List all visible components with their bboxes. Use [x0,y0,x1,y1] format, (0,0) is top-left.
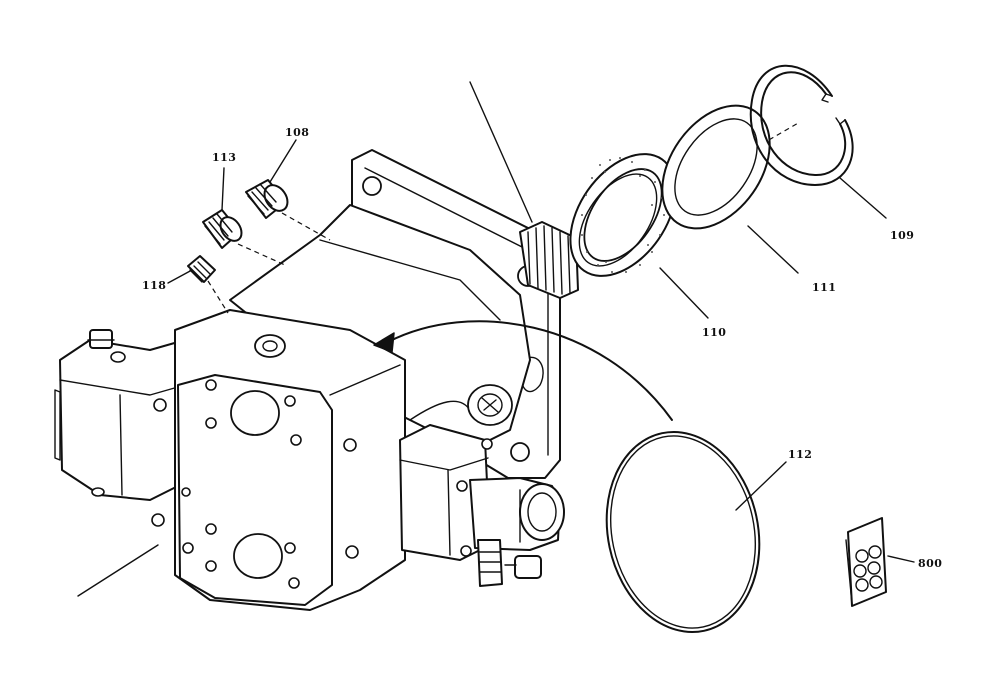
leader-108 [269,139,297,183]
front-cover-plate [151,309,406,611]
leader-112 [735,461,787,511]
retaining-ring-109 [749,64,854,186]
label-113: 113 [212,151,236,164]
label-110: 110 [702,326,726,339]
axis-118 [207,280,229,314]
leader-800 [887,555,915,563]
o-ring-112 [605,430,761,634]
leader-113 [221,167,225,211]
label-108: 108 [285,126,309,139]
washer-111 [661,104,771,230]
leader-110 [659,267,709,319]
left-valve-block [54,329,191,501]
axis-113 [237,243,286,266]
assembly-arrow [373,320,673,421]
leader-109 [839,177,887,219]
leader-shaft [469,81,533,223]
axis-108 [281,212,331,241]
label-109: 109 [890,229,914,242]
label-111: 111 [812,281,836,294]
plug-108 [245,179,289,219]
label-800: 800 [918,557,942,570]
right-valve-block [399,424,565,587]
label-112: 112 [788,448,812,461]
leader-lower-left [77,544,159,597]
leader-118 [167,269,193,284]
seal-kit-bag-800 [845,517,887,607]
drive-shaft-spline [519,221,579,299]
leader-111 [747,225,799,274]
shaft-seal-110 [569,153,677,277]
plug-118 [187,255,216,283]
plug-113 [202,209,243,249]
label-118: 118 [142,279,166,292]
seal-texture [581,157,665,273]
